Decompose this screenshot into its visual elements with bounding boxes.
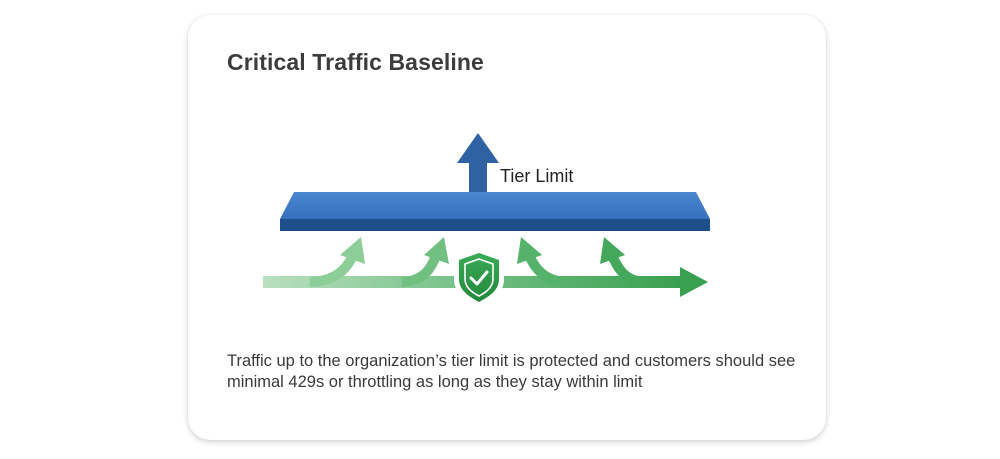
tier-limit-label: Tier Limit: [500, 166, 573, 186]
tier-limit-bar: [280, 192, 710, 231]
traffic-baseline-diagram: Tier Limit: [263, 133, 710, 308]
shield-check-icon: [454, 247, 504, 308]
traffic-arrow-icon: [263, 237, 708, 297]
up-arrow-icon: [457, 133, 499, 199]
card-title: Critical Traffic Baseline: [227, 49, 484, 75]
card-caption: Traffic up to the organization’s tier li…: [227, 352, 796, 391]
info-card: Critical Traffic Baseline Tier Limit: [188, 15, 826, 440]
